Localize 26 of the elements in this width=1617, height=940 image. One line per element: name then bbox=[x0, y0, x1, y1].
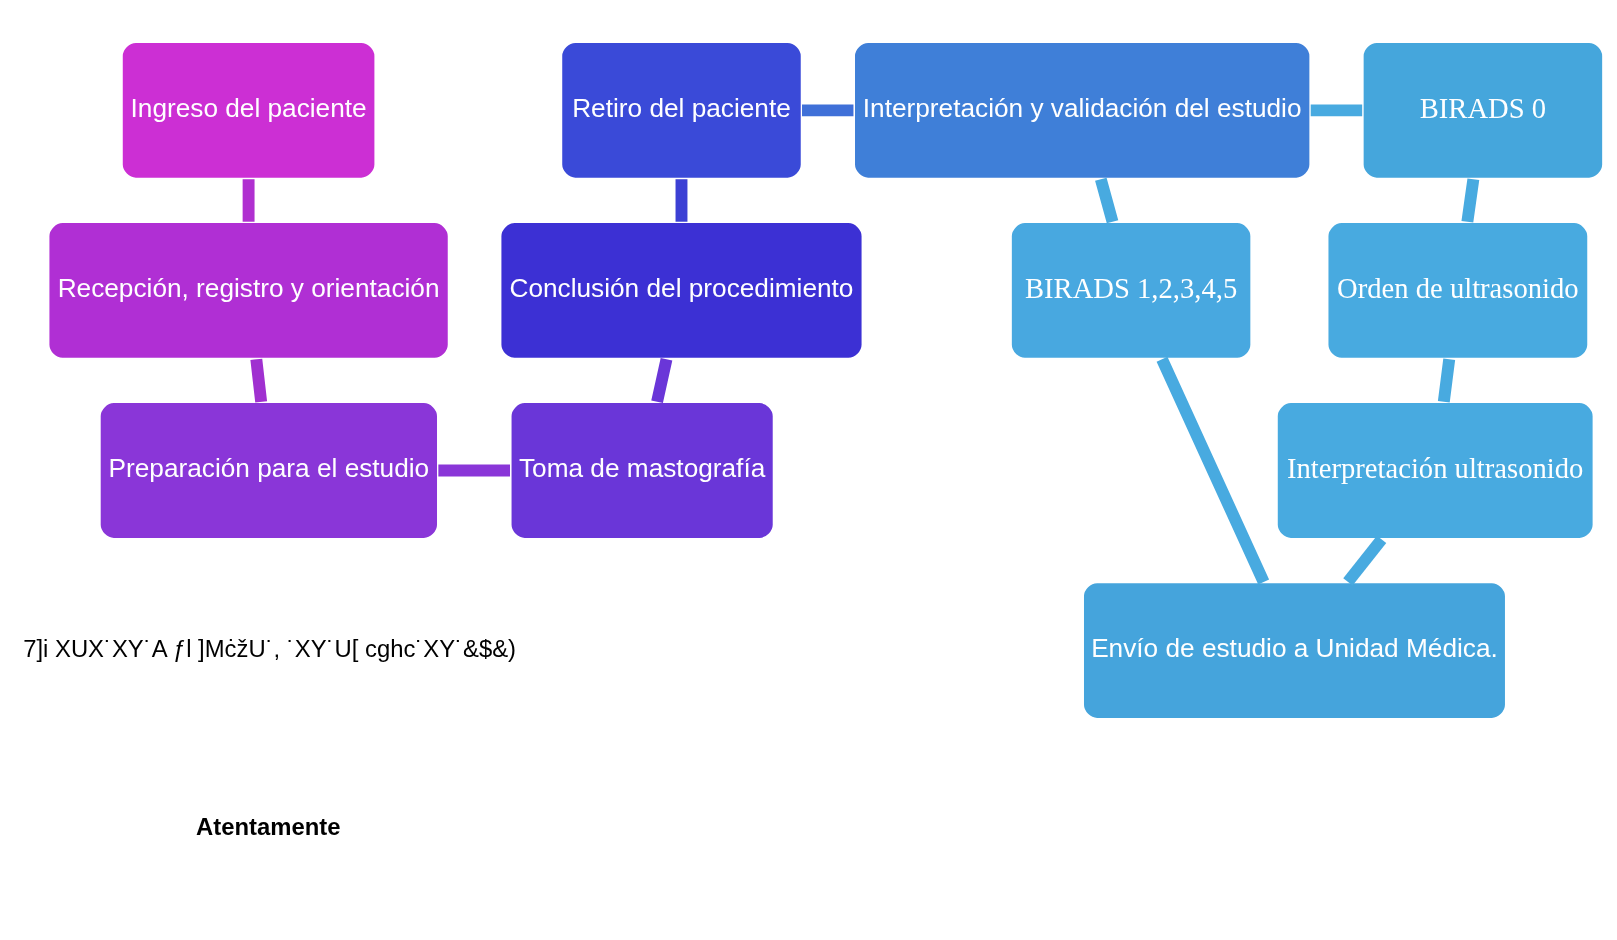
label: Atentamente bbox=[196, 812, 341, 840]
node-box: Ingreso del paciente bbox=[120, 40, 377, 180]
node-box: BIRADS 1,2,3,4,5 bbox=[1009, 220, 1253, 360]
node-box: Interpretación y validación del estudio bbox=[852, 40, 1312, 180]
connector bbox=[250, 358, 268, 402]
connector bbox=[675, 178, 688, 222]
node-box: Orden de ultrasonido bbox=[1326, 220, 1590, 360]
node-box: Preparación para el estudio bbox=[98, 400, 440, 540]
connector bbox=[1156, 356, 1270, 584]
node-box: Retiro del paciente bbox=[559, 40, 804, 180]
node-box: Recepción, registro y orientación bbox=[47, 220, 451, 360]
connector bbox=[438, 464, 510, 476]
connector bbox=[651, 357, 673, 403]
node-box: BIRADS 0 bbox=[1361, 40, 1605, 180]
connector bbox=[1461, 177, 1480, 223]
node-box: Toma de mastografía bbox=[509, 400, 776, 540]
node-box: Interpretación ultrasonido bbox=[1275, 400, 1595, 540]
node-box: Envío de estudio a Unidad Médica. bbox=[1081, 580, 1508, 720]
node-box: Conclusión del procedimiento bbox=[499, 220, 864, 360]
connector bbox=[242, 178, 255, 222]
connector bbox=[1343, 535, 1387, 586]
connector bbox=[1437, 358, 1456, 403]
label: 7]i XUX˙XY˙A ƒl ]MċžU˙, ˙XY˙U[ cghc˙XY˙&$&) bbox=[23, 634, 517, 662]
connector bbox=[1310, 103, 1363, 116]
connector bbox=[1095, 177, 1119, 223]
connector bbox=[802, 103, 854, 116]
